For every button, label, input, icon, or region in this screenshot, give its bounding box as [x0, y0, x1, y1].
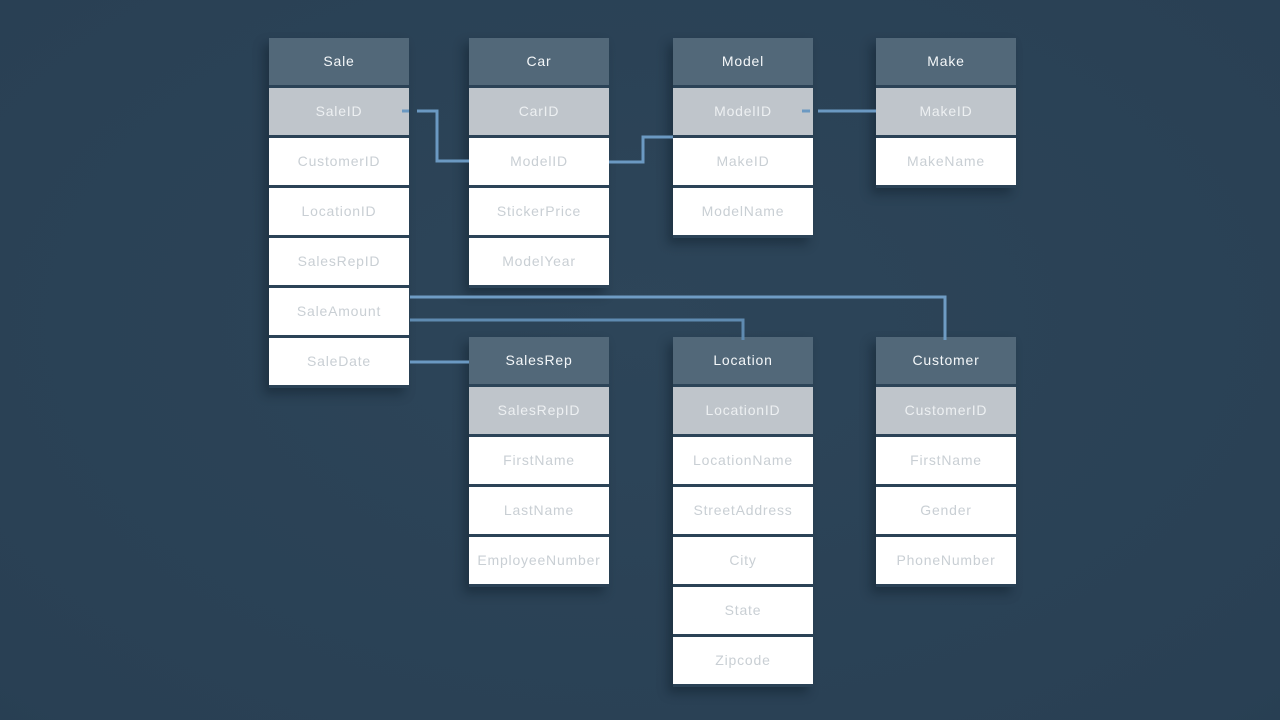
table-header-model[interactable]: Model [673, 38, 813, 85]
field-row-make-makename[interactable]: MakeName [876, 138, 1016, 185]
field-row-model-makeid[interactable]: MakeID [673, 138, 813, 185]
field-row-customer-customerid[interactable]: CustomerID [876, 387, 1016, 434]
field-row-sale-saledate[interactable]: SaleDate [269, 338, 409, 385]
field-row-salesrep-lastname[interactable]: LastName [469, 487, 609, 534]
field-row-sale-locationid[interactable]: LocationID [269, 188, 409, 235]
table-header-sale[interactable]: Sale [269, 38, 409, 85]
field-row-car-stickerprice[interactable]: StickerPrice [469, 188, 609, 235]
field-row-customer-firstname[interactable]: FirstName [876, 437, 1016, 484]
field-row-sale-salesrepid[interactable]: SalesRepID [269, 238, 409, 285]
table-header-make[interactable]: Make [876, 38, 1016, 85]
field-row-location-city[interactable]: City [673, 537, 813, 584]
table-header-salesrep[interactable]: SalesRep [469, 337, 609, 384]
field-row-location-zipcode[interactable]: Zipcode [673, 637, 813, 684]
field-row-location-streetaddress[interactable]: StreetAddress [673, 487, 813, 534]
field-row-model-modelname[interactable]: ModelName [673, 188, 813, 235]
field-row-car-carid[interactable]: CarID [469, 88, 609, 135]
field-row-salesrep-salesrepid[interactable]: SalesRepID [469, 387, 609, 434]
field-row-location-locationname[interactable]: LocationName [673, 437, 813, 484]
field-row-customer-phonenumber[interactable]: PhoneNumber [876, 537, 1016, 584]
connector-car-to-model [609, 135, 673, 164]
connector-sale-to-customer [410, 295, 947, 340]
field-row-salesrep-firstname[interactable]: FirstName [469, 437, 609, 484]
field-row-car-modelyear[interactable]: ModelYear [469, 238, 609, 285]
field-row-sale-customerid[interactable]: CustomerID [269, 138, 409, 185]
field-row-sale-saleamount[interactable]: SaleAmount [269, 288, 409, 335]
table-header-customer[interactable]: Customer [876, 337, 1016, 384]
table-header-car[interactable]: Car [469, 38, 609, 85]
field-row-car-modelid[interactable]: ModelID [469, 138, 609, 185]
table-header-location[interactable]: Location [673, 337, 813, 384]
field-row-sale-saleid[interactable]: SaleID [269, 88, 409, 135]
field-row-customer-gender[interactable]: Gender [876, 487, 1016, 534]
field-row-location-locationid[interactable]: LocationID [673, 387, 813, 434]
field-row-make-makeid[interactable]: MakeID [876, 88, 1016, 135]
field-row-location-state[interactable]: State [673, 587, 813, 634]
field-row-salesrep-employeenumber[interactable]: EmployeeNumber [469, 537, 609, 584]
connector-sale-to-car [417, 109, 469, 163]
field-row-model-modelid[interactable]: ModelID [673, 88, 813, 135]
